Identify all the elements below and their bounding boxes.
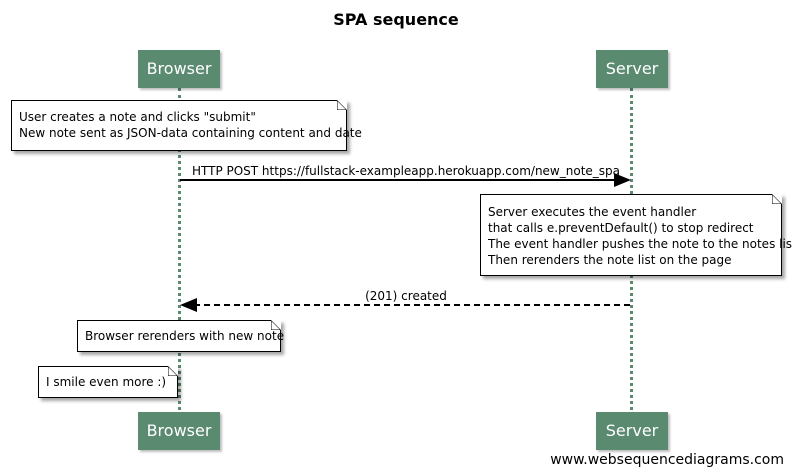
- post-message-label: HTTP POST https://fullstack-exampleapp.h…: [191, 164, 621, 178]
- note-line: I smile even more :): [46, 375, 167, 389]
- note-browser-rerender: Browser rerenders with new note: [77, 320, 285, 352]
- note-line: The event handler pushes the note to the…: [488, 237, 792, 251]
- note-line: New note sent as JSON-data containing co…: [19, 126, 362, 140]
- note-fold-icon: [168, 366, 178, 376]
- participant-browser-top: Browser: [138, 50, 220, 88]
- post-arrowhead: [614, 173, 631, 187]
- note-fold-icon: [772, 194, 782, 204]
- note-browser-smile: I smile even more :): [38, 366, 178, 398]
- created-arrowhead: [180, 298, 197, 312]
- note-line: that calls e.preventDefault() to stop re…: [488, 221, 754, 235]
- created-message-label: (201) created: [365, 289, 447, 303]
- note-line: User creates a note and clicks "submit": [19, 110, 256, 124]
- participant-server-top: Server: [596, 50, 668, 88]
- note-line: Then rerenders the note list on the page: [488, 253, 732, 267]
- note-browser-submit: User creates a note and clicks "submit" …: [11, 100, 362, 151]
- note-fold-icon: [337, 100, 347, 110]
- participant-server-bottom: Server: [596, 412, 668, 450]
- participant-browser-bottom: Browser: [138, 412, 220, 450]
- diagram-title: SPA sequence: [333, 10, 459, 29]
- note-line: Server executes the event handler: [488, 205, 697, 219]
- browser-lifeline: [178, 88, 181, 410]
- note-server-handler: Server executes the event handler that c…: [480, 194, 792, 276]
- note-fold-icon: [271, 320, 281, 330]
- note-line: Browser rerenders with new note: [85, 329, 285, 343]
- watermark-link[interactable]: www.websequencediagrams.com: [550, 452, 784, 468]
